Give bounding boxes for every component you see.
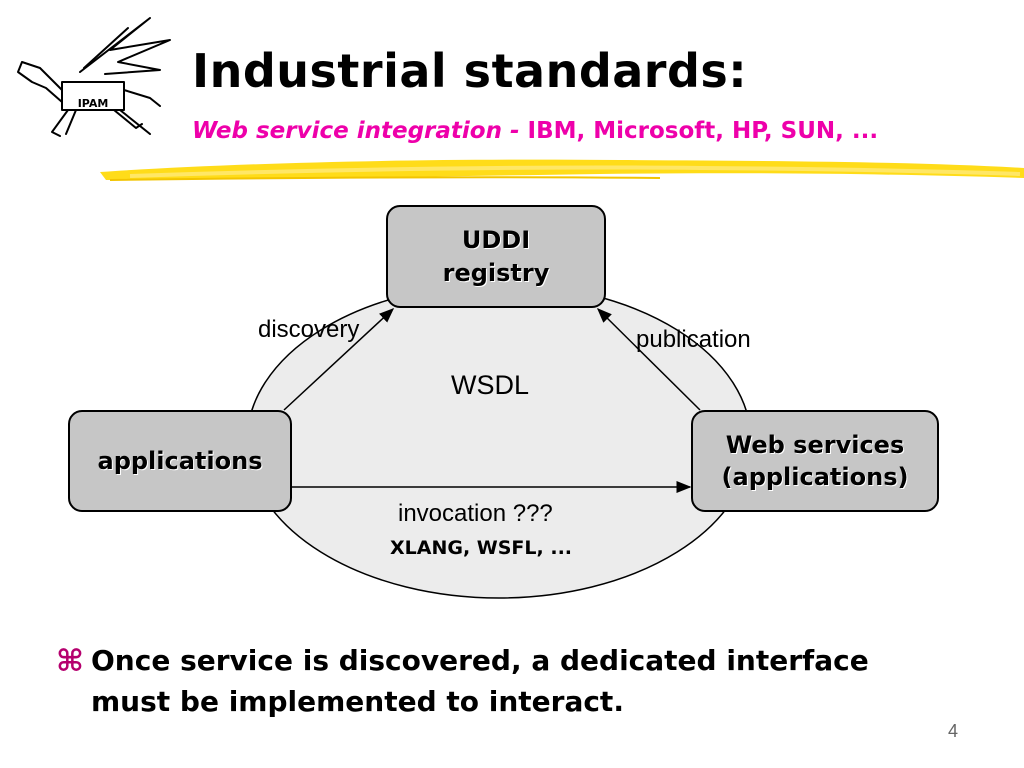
pegasus-logo-icon: IPAM <box>17 17 171 137</box>
subtitle-rest: IBM, Microsoft, HP, SUN, ... <box>527 118 879 144</box>
slide-title: Industrial standards: <box>192 44 748 98</box>
uddi-line2: registry <box>442 258 550 287</box>
wsdl-label: WSDL <box>451 370 530 400</box>
web-services-line2: (applications) <box>721 463 909 491</box>
web-services-line1: Web services <box>725 430 905 459</box>
slide-subtitle: Web service integration - IBM, Microsoft… <box>192 118 878 144</box>
discovery-arrow <box>283 307 395 411</box>
applications-label: applications <box>97 446 263 475</box>
invocation-sub-label: XLANG, WSFL, ... <box>390 537 573 559</box>
publication-label: publication <box>636 326 751 353</box>
highlight-underline <box>100 159 1024 181</box>
discovery-label: discovery <box>258 316 360 343</box>
publication-arrow <box>596 307 701 411</box>
uddi-registry-node: UDDI registry <box>386 205 606 308</box>
applications-node: applications <box>68 410 292 512</box>
logo-text: IPAM <box>78 97 109 110</box>
bullet-marker-icon: ⌘ <box>56 644 84 679</box>
page-number: 4 <box>947 721 958 741</box>
bullet-text: Once service is discovered, a dedicated … <box>91 644 869 718</box>
invocation-label: invocation ??? <box>398 500 553 527</box>
uddi-line1: UDDI <box>461 226 531 255</box>
web-services-node: Web services (applications) <box>691 410 939 512</box>
subtitle-italic: Web service integration - <box>192 118 528 144</box>
